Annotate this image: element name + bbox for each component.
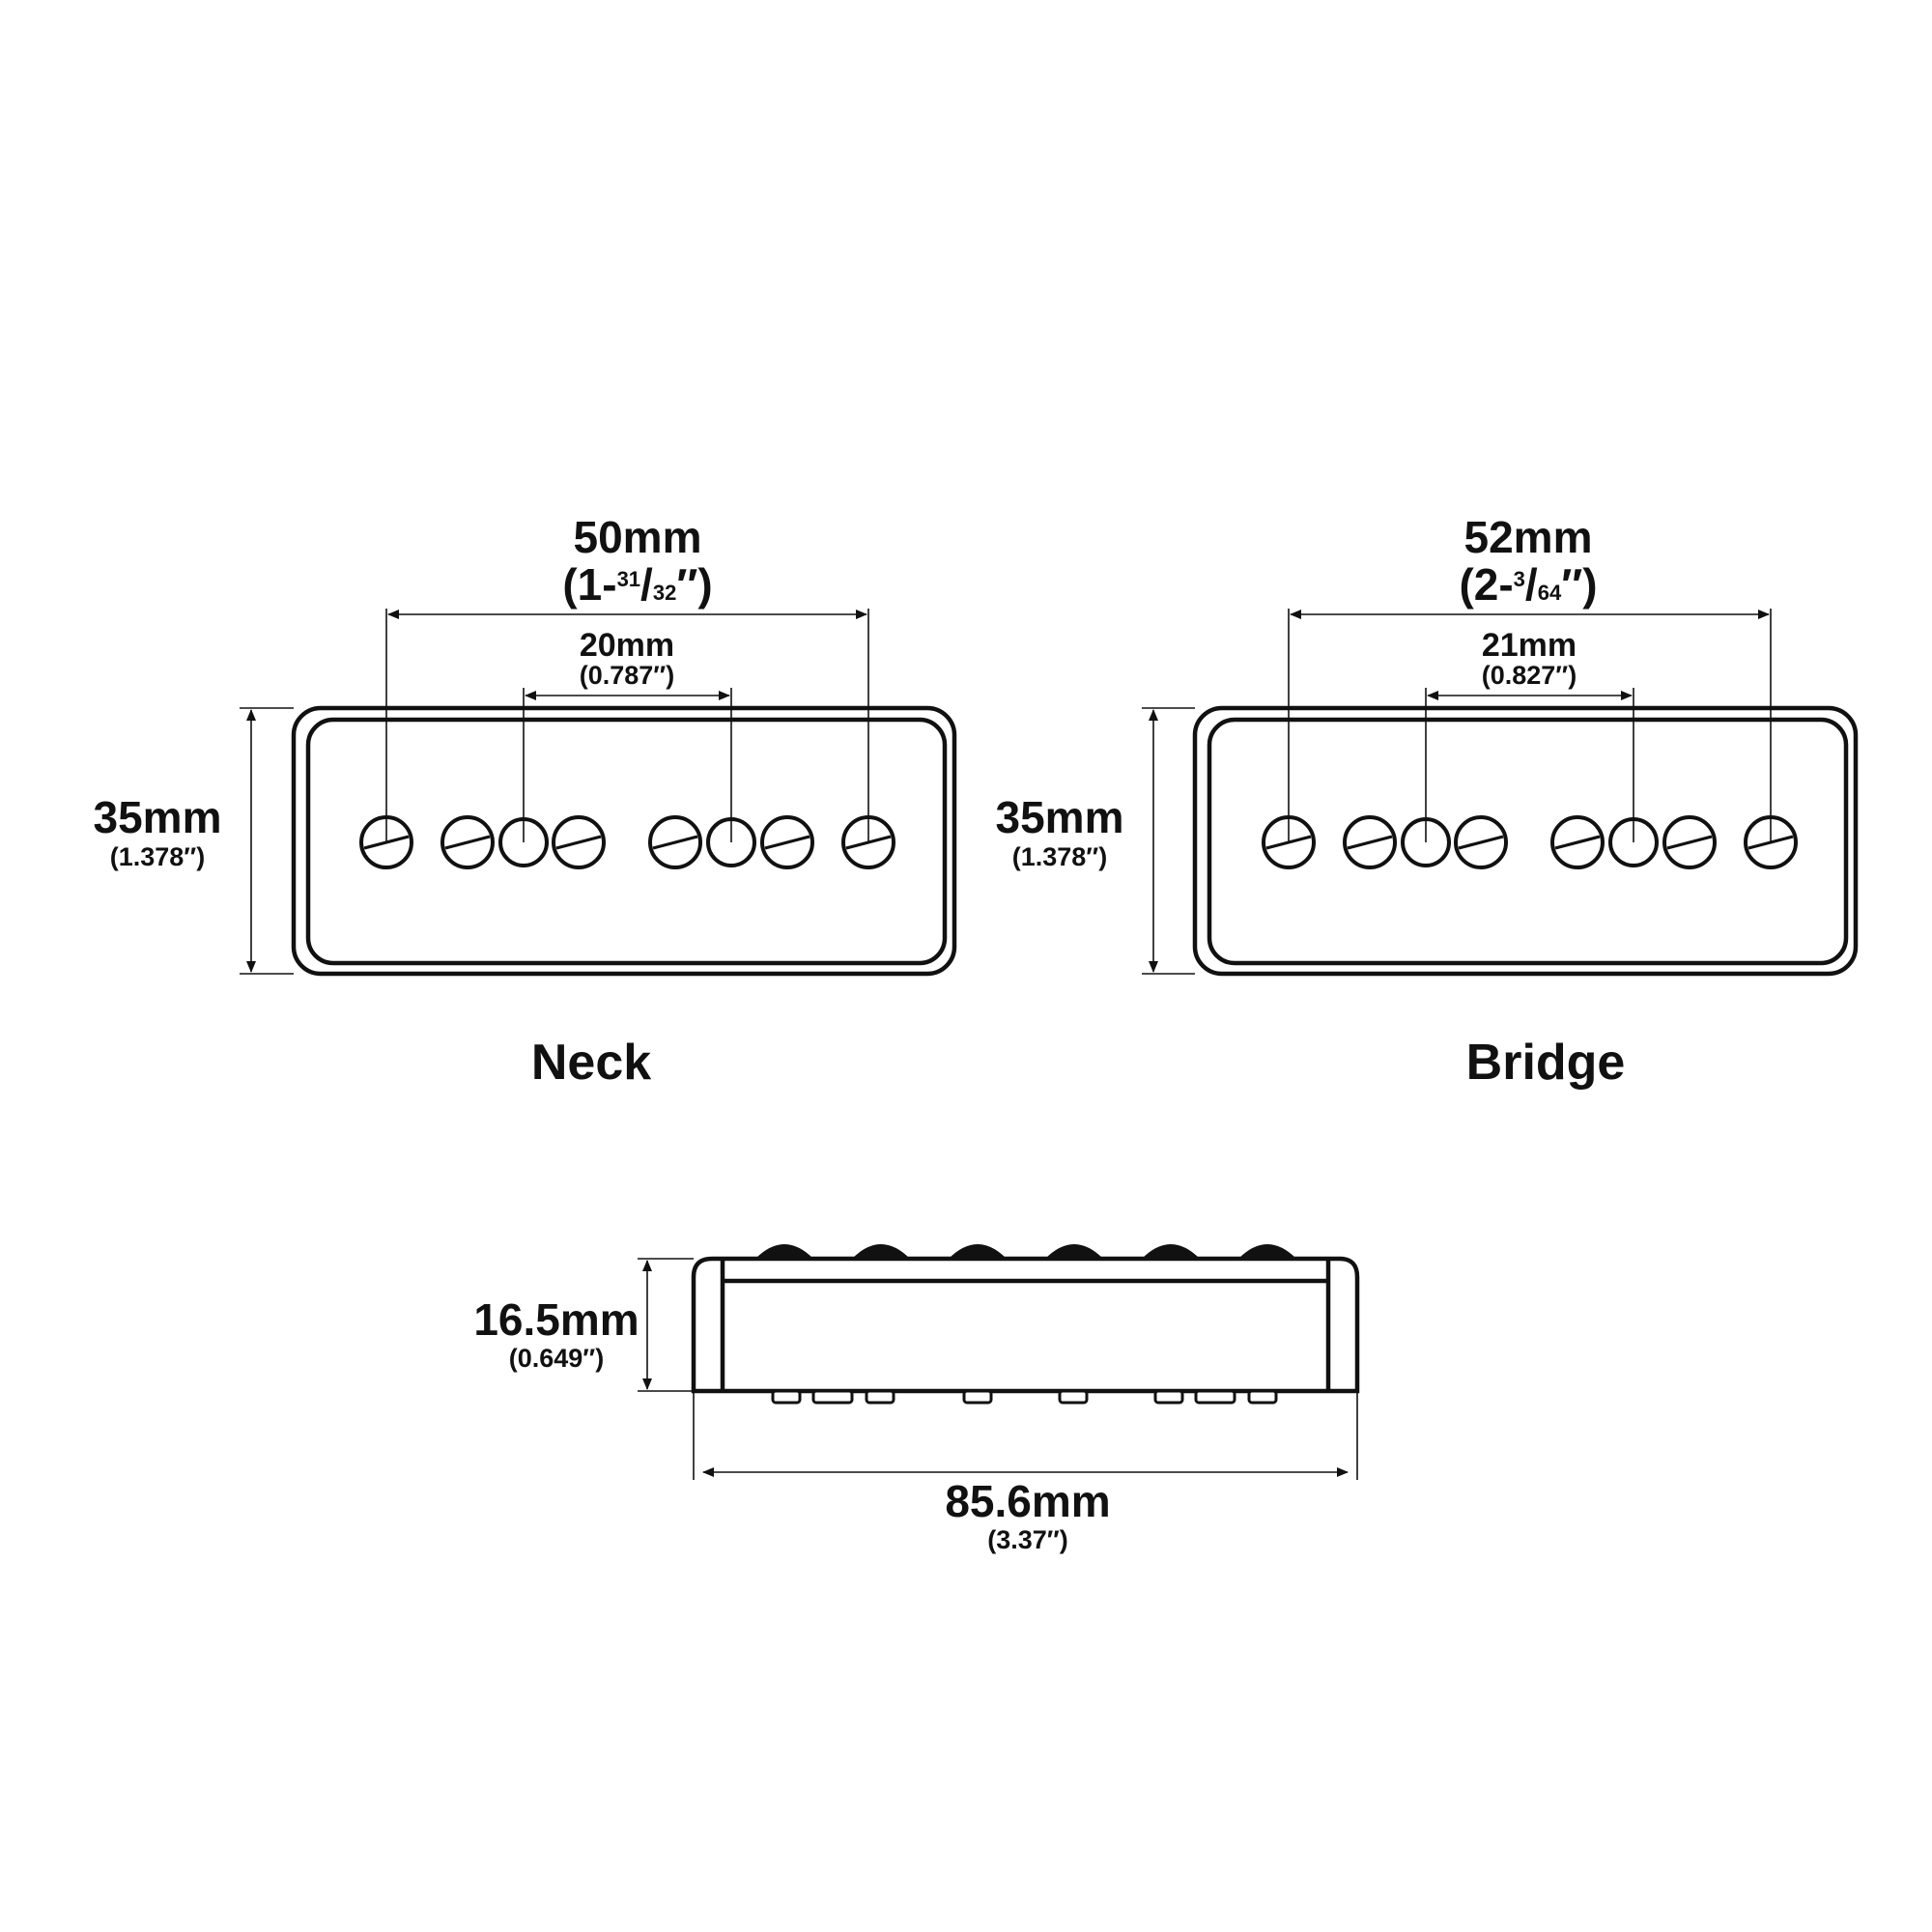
side-length-mm-label: 85.6mm	[945, 1476, 1110, 1526]
pole-screw	[1662, 815, 1717, 869]
neck-cover-inner	[305, 717, 948, 966]
bridge-pickup-top-view: 52mm (2-3/64″) 21mm (0.827″) 35mm (1.378…	[996, 512, 1859, 1091]
neck-outer-inch-label: (1-31/32″)	[562, 559, 712, 610]
bridge-outer-inch-label: (2-3/64″)	[1459, 559, 1597, 610]
pole-bottom-tab	[962, 1389, 993, 1405]
pole-screw	[440, 815, 495, 869]
neck-outer-mm-label: 50mm	[574, 512, 702, 562]
pole-dome	[949, 1244, 1007, 1259]
neck-height-inch-label: (1.378″)	[110, 842, 205, 871]
pole-screw	[1550, 815, 1605, 869]
side-height-mm-label: 16.5mm	[473, 1294, 639, 1345]
bridge-pole-pieces	[1262, 815, 1798, 869]
neck-pickup-top-view: 50mm (1-31/32″) 20mm (0.787″) 35mm (1.37…	[94, 512, 957, 1091]
side-body-outline	[691, 1256, 1360, 1394]
pole-bottom-tab	[1247, 1389, 1278, 1405]
pole-bottom-tab	[865, 1389, 895, 1405]
neck-inner-inch-label: (0.787″)	[580, 661, 674, 690]
neck-cover-outer	[291, 705, 957, 977]
pole-bottom-tab	[771, 1389, 802, 1405]
pole-domes	[755, 1244, 1296, 1259]
neck-pole-pieces	[359, 815, 895, 869]
pole-bottom-tab	[1058, 1389, 1089, 1405]
pole-dome	[852, 1244, 910, 1259]
pole-screw	[552, 815, 606, 869]
pole-screw	[1454, 815, 1508, 869]
neck-inner-mm-label: 20mm	[580, 627, 674, 664]
pole-screw	[648, 815, 702, 869]
pole-dome	[1142, 1244, 1200, 1259]
pole-bottom-tab	[1194, 1389, 1236, 1405]
pole-bottom-tab	[811, 1389, 854, 1405]
side-height-inch-label: (0.649″)	[509, 1344, 604, 1373]
pole-bottom-tab	[1153, 1389, 1184, 1405]
bridge-height-mm-label: 35mm	[996, 792, 1124, 842]
bridge-height-inch-label: (1.378″)	[1012, 842, 1107, 871]
bridge-inner-inch-label: (0.827″)	[1482, 661, 1577, 690]
bottom-feet	[771, 1389, 1278, 1405]
pole-dome	[1238, 1244, 1296, 1259]
side-length-inch-label: (3.37″)	[987, 1525, 1067, 1554]
pole-dome	[1045, 1244, 1103, 1259]
bridge-cover-outer	[1192, 705, 1859, 977]
neck-title: Neck	[531, 1035, 651, 1091]
pole-screw	[1343, 815, 1397, 869]
bridge-outer-mm-label: 52mm	[1464, 512, 1593, 562]
bridge-cover-inner	[1207, 717, 1849, 966]
neck-height-mm-label: 35mm	[94, 792, 222, 842]
pole-screw	[760, 815, 814, 869]
bridge-title: Bridge	[1466, 1035, 1626, 1091]
bridge-inner-mm-label: 21mm	[1482, 627, 1577, 664]
pole-dome	[755, 1244, 813, 1259]
pickup-side-view: 16.5mm (0.649″) 85.6mm (3.37″)	[473, 1244, 1360, 1554]
